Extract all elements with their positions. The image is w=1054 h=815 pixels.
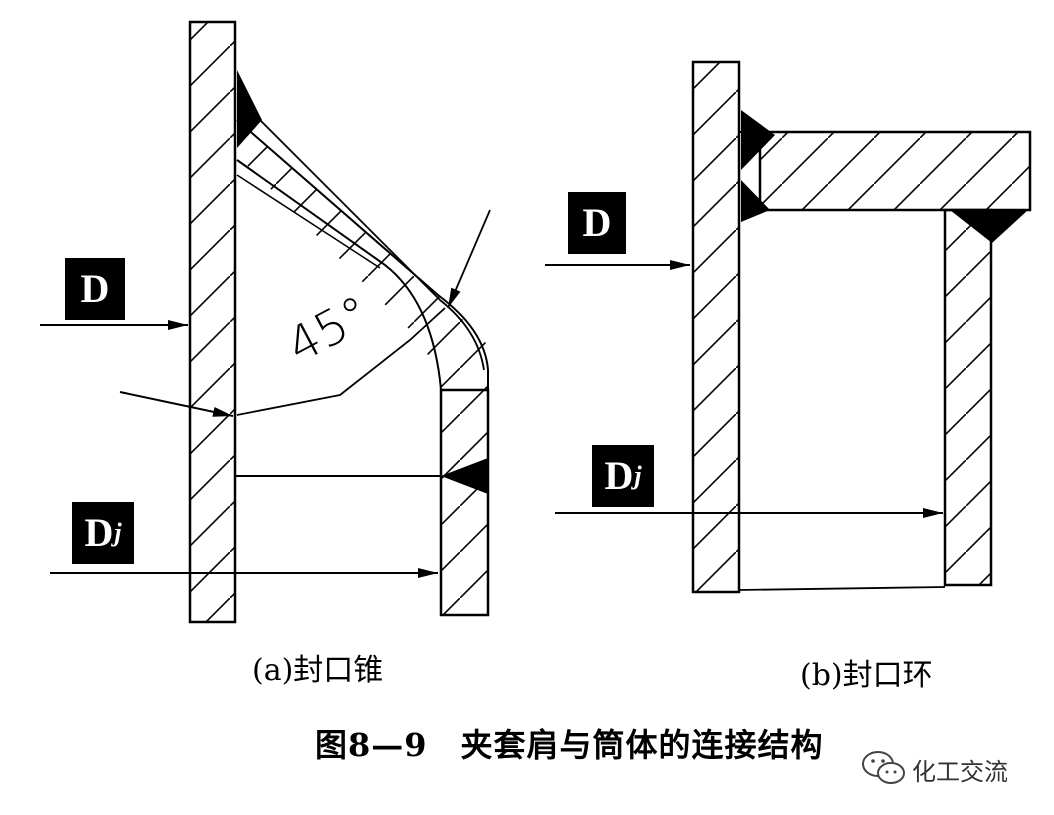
caption-b: (b)封口环 bbox=[800, 658, 933, 693]
sealing-ring bbox=[758, 130, 1032, 212]
weld-b-jacket bbox=[950, 210, 1028, 243]
diagram-a bbox=[40, 20, 491, 624]
caption-a: (a)封口锥 bbox=[252, 653, 384, 688]
shell-wall-a bbox=[188, 20, 237, 624]
jacket-wall-b bbox=[943, 208, 993, 587]
wechat-icon bbox=[860, 748, 908, 788]
shell-wall-b bbox=[691, 60, 741, 594]
jacket-wall-a bbox=[439, 388, 490, 617]
diagram-b bbox=[545, 60, 1032, 594]
figure-title: 图8—9 夹套肩与筒体的连接结构 bbox=[315, 726, 824, 764]
label-d-b: D bbox=[568, 192, 626, 254]
weld-a-jacket bbox=[441, 458, 488, 494]
weld-b-top bbox=[741, 110, 775, 170]
arrow-angle-a bbox=[119, 391, 234, 417]
sealing-cone bbox=[237, 120, 488, 390]
weld-a-top bbox=[237, 70, 262, 148]
watermark-text: 化工交流 bbox=[912, 758, 1008, 786]
weld-b-bottom bbox=[741, 180, 770, 222]
label-d-a: D bbox=[65, 258, 125, 320]
